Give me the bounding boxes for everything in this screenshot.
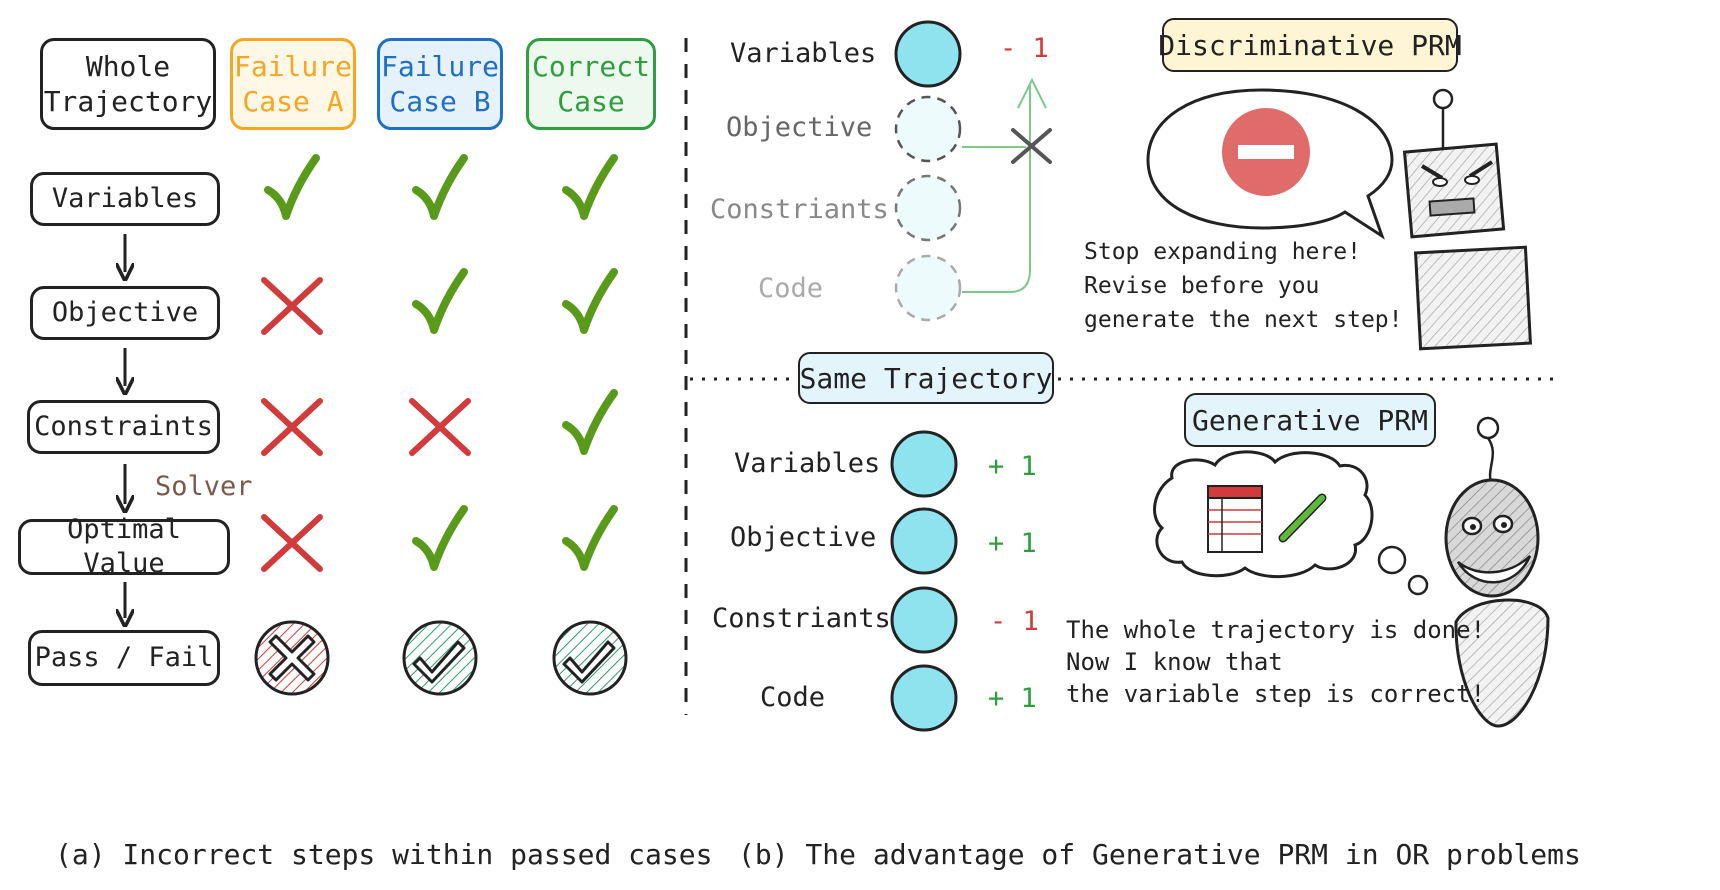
notepad-icon	[1207, 485, 1263, 553]
caption-b: (b) The advantage of Generative PRM in O…	[738, 838, 1581, 871]
gen-robot-icon	[1444, 416, 1550, 728]
column-header-whole-trajectory: Whole Trajectory	[40, 38, 216, 130]
solver-label: Solver	[155, 471, 253, 502]
check-mark-row1-col3	[562, 154, 618, 220]
gen-score-constraints: - 1	[990, 606, 1039, 637]
discriminative-prm-tag: Discriminative PRM	[1158, 18, 1462, 72]
disc-node-constraints	[894, 174, 962, 242]
gen-node-code	[890, 664, 958, 732]
gen-node-variables	[890, 430, 958, 498]
gen-step-label-variables: Variables	[734, 448, 881, 479]
cross-mark-row3-col1	[261, 398, 323, 456]
column-header-failure-case-a: Failure Case A	[230, 38, 356, 130]
check-mark-row1-col2	[412, 154, 468, 220]
marks-layer	[254, 154, 628, 696]
gen-score-variables: + 1	[988, 451, 1037, 482]
caption-a: (a) Incorrect steps within passed cases	[55, 838, 713, 871]
step-box-optimal-value: Optimal Value	[18, 514, 230, 579]
disc-step-label-objective: Objective	[726, 112, 873, 143]
disc-step-label-constraints: Constriants	[710, 194, 889, 225]
no-entry-bar	[1238, 145, 1294, 159]
gen-node-objective	[890, 507, 958, 575]
gen-node-constraints	[890, 586, 958, 654]
gen-step-label-code: Code	[760, 682, 826, 713]
panel-a-graphics	[0, 154, 628, 696]
cross-mark-row3-col2	[409, 398, 471, 456]
gen-score-objective: + 1	[988, 528, 1037, 559]
step-box-variables: Variables	[30, 172, 220, 226]
pencil-icon	[1278, 493, 1327, 543]
thought-cloud	[1153, 450, 1374, 579]
thought-bubble-small	[1377, 545, 1407, 575]
disc-eval-arrowhead	[1017, 77, 1047, 109]
check-mark-row2-col3	[562, 268, 618, 334]
check-mark-row4-col3	[562, 505, 618, 571]
gen-step-label-constraints: Constriants	[712, 603, 891, 634]
pass-mark-row5-col3	[552, 620, 628, 696]
check-mark-row4-col2	[412, 505, 468, 571]
disc-score-variables: - 1	[1000, 33, 1049, 64]
generative-prm-tag: Generative PRM	[1184, 393, 1436, 447]
fail-mark-row5-col1	[254, 620, 330, 696]
cross-mark-row2-col1	[261, 277, 323, 335]
gen-score-code: + 1	[988, 683, 1037, 714]
check-mark-row3-col3	[562, 389, 618, 455]
disc-node-code	[894, 254, 962, 322]
disc-speech-text: Stop expanding here! Revise before you g…	[1084, 239, 1403, 333]
same-trajectory-tag: Same Trajectory	[798, 352, 1054, 404]
step-box-objective: Objective	[30, 286, 220, 340]
disc-step-label-variables: Variables	[730, 38, 877, 69]
step-box-constraints: Constraints	[27, 400, 220, 454]
disc-eval-path-code	[962, 85, 1031, 293]
disc-stop-cross-icon	[1011, 128, 1052, 164]
column-header-failure-case-b: Failure Case B	[377, 38, 503, 130]
disc-node-variables	[894, 20, 962, 88]
thought-bubble-smaller	[1407, 574, 1429, 596]
disc-step-label-code: Code	[758, 273, 824, 304]
step-box-pass-fail: Pass / Fail	[28, 630, 220, 686]
pass-mark-row5-col2	[402, 620, 478, 696]
disc-robot-icon	[1402, 88, 1533, 351]
check-mark-row1-col1	[264, 154, 320, 220]
disc-node-objective	[894, 95, 962, 163]
check-mark-row2-col2	[412, 268, 468, 334]
gen-speech-text: The whole trajectory is done! Now I know…	[1066, 616, 1486, 708]
cross-mark-row4-col1	[261, 514, 323, 572]
gen-step-label-objective: Objective	[730, 522, 877, 553]
column-header-correct-case: Correct Case	[526, 38, 656, 130]
